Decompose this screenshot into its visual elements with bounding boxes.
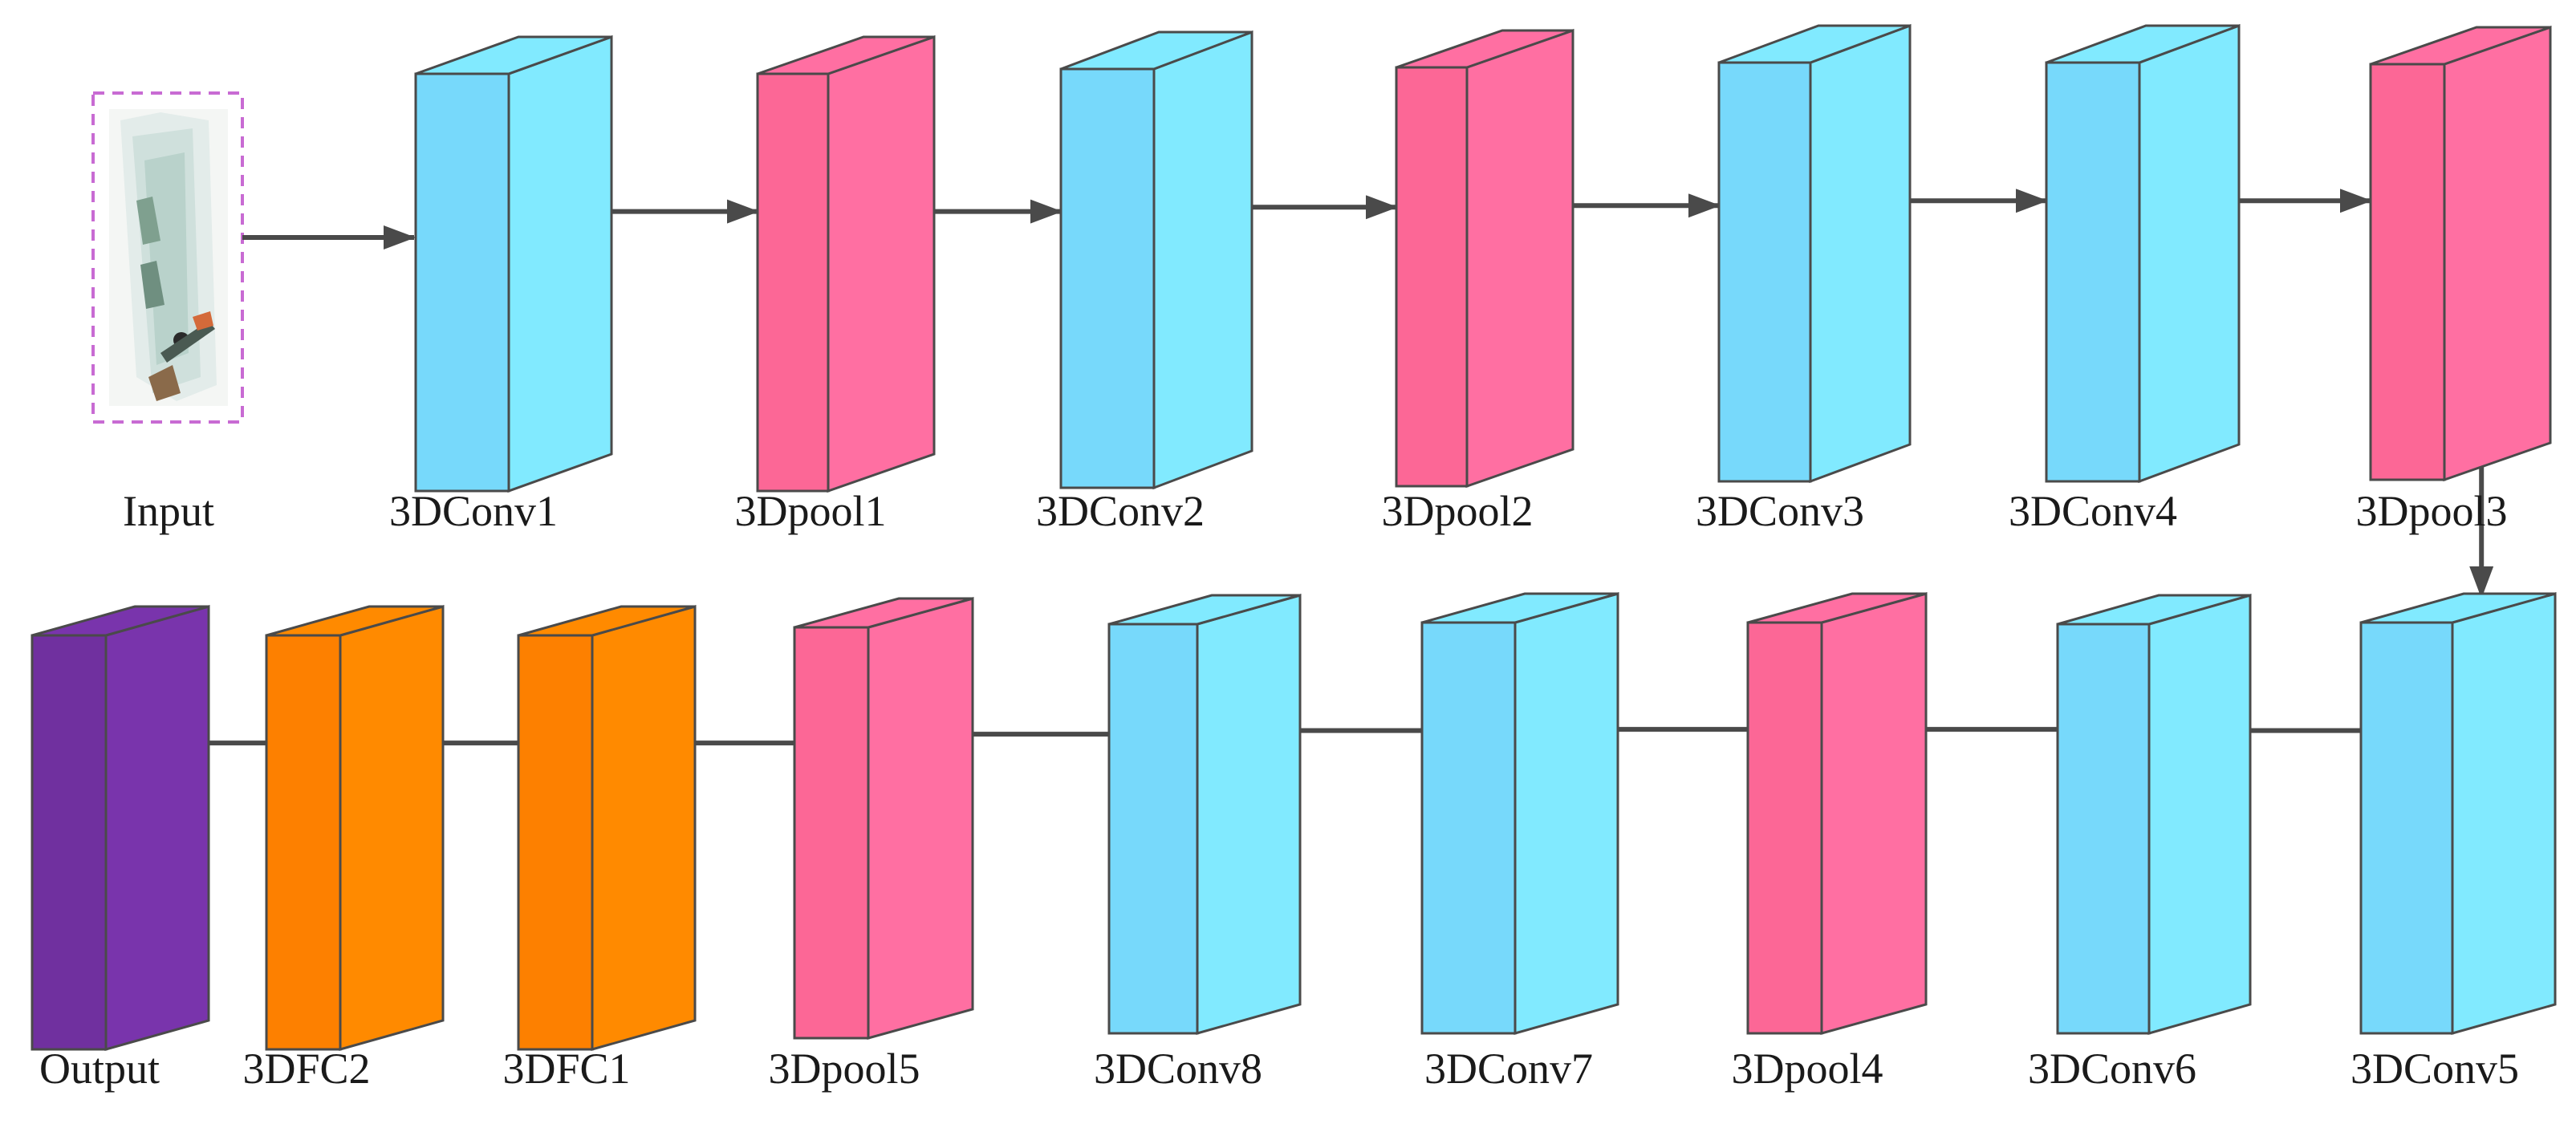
conv5-front-face — [2359, 621, 2454, 1035]
pool3-block — [2369, 25, 2552, 482]
pool3-top-face — [2370, 26, 2551, 66]
conv2-front-face — [1059, 67, 1156, 489]
fc1-top-face — [518, 605, 696, 637]
conv4-side-face — [2138, 23, 2241, 484]
conv3-top-face — [1718, 24, 1911, 64]
conv2-block — [1059, 30, 1253, 490]
fc2-top-face — [266, 605, 444, 637]
conv8-front-face — [1107, 623, 1199, 1035]
output-label: Output — [39, 1045, 160, 1093]
fc2-front-face — [265, 634, 342, 1051]
pool4-label: 3Dpool4 — [1732, 1045, 1883, 1093]
conv4-block — [2045, 23, 2241, 484]
pool2-side-face — [1465, 28, 1574, 489]
pool3-side-face — [2443, 25, 2552, 482]
conv5-label: 3DConv5 — [2350, 1045, 2519, 1093]
input-image-thumbnail — [109, 109, 228, 406]
pool1-label: 3Dpool1 — [735, 487, 887, 535]
pool2-front-face — [1395, 66, 1469, 488]
pool4-front-face — [1746, 621, 1823, 1035]
fc2-block — [265, 605, 445, 1051]
conv8-label: 3DConv8 — [1094, 1045, 1262, 1093]
conv7-top-face — [1421, 592, 1619, 624]
pool3-label: 3Dpool3 — [2356, 487, 2508, 535]
conv8-block — [1107, 594, 1302, 1035]
conv1-block — [414, 34, 613, 493]
pool4-side-face — [1820, 592, 1928, 1035]
conv5-side-face — [2451, 592, 2557, 1035]
conv3-side-face — [1809, 23, 1912, 484]
conv7-label: 3DConv7 — [1424, 1045, 1593, 1093]
fc1-label: 3DFC1 — [502, 1045, 630, 1093]
conv7-block — [1420, 592, 1619, 1035]
conv6-block — [2056, 594, 2252, 1035]
fc1-front-face — [517, 634, 594, 1051]
pool1-top-face — [757, 35, 935, 75]
conv2-side-face — [1152, 30, 1253, 490]
pool5-top-face — [794, 597, 973, 629]
pool5-label: 3Dpool5 — [769, 1045, 920, 1093]
pool2-block — [1395, 28, 1574, 489]
conv2-top-face — [1060, 30, 1253, 71]
conv1-front-face — [414, 72, 510, 493]
layers-group — [30, 23, 2557, 1051]
pool5-side-face — [867, 597, 974, 1040]
conv2-label: 3DConv2 — [1036, 487, 1205, 535]
output-top-face — [31, 605, 209, 637]
fc2-side-face — [339, 605, 445, 1051]
conv3-front-face — [1717, 61, 1812, 483]
pool1-block — [756, 34, 936, 493]
pool1-side-face — [827, 34, 936, 493]
fc1-block — [517, 605, 697, 1051]
conv6-label: 3DConv6 — [2028, 1045, 2196, 1093]
conv1-label: 3DConv1 — [389, 487, 558, 535]
conv1-top-face — [415, 35, 612, 75]
pool3-front-face — [2369, 63, 2446, 481]
conv5-top-face — [2360, 592, 2556, 624]
pool4-top-face — [1747, 592, 1927, 624]
input-label: Input — [123, 487, 214, 535]
conv3-label: 3DConv3 — [1696, 487, 1864, 535]
conv7-side-face — [1514, 592, 1619, 1035]
conv7-front-face — [1420, 621, 1517, 1035]
pool2-top-face — [1396, 29, 1574, 69]
input-image-node — [91, 91, 244, 424]
conv4-label: 3DConv4 — [2009, 487, 2177, 535]
fc1-side-face — [591, 605, 697, 1051]
output-side-face — [104, 605, 210, 1051]
conv8-side-face — [1196, 594, 1302, 1035]
conv1-side-face — [507, 34, 613, 493]
pool1-front-face — [756, 72, 830, 493]
output-block — [30, 605, 210, 1051]
output-front-face — [30, 634, 108, 1051]
conv4-top-face — [2046, 24, 2240, 64]
pool2-label: 3Dpool2 — [1382, 487, 1534, 535]
conv4-front-face — [2045, 61, 2141, 483]
fc2-label: 3DFC2 — [242, 1045, 370, 1093]
conv5-block — [2359, 592, 2557, 1035]
conv3-block — [1717, 23, 1912, 484]
conv6-top-face — [2057, 594, 2251, 626]
pool5-front-face — [793, 626, 870, 1040]
labels-group: Input 3DConv1 3Dpool1 3DConv2 3Dpool2 3DConv3… — [39, 487, 2519, 1093]
conv6-front-face — [2056, 623, 2151, 1035]
pool4-block — [1746, 592, 1928, 1035]
conv8-top-face — [1108, 594, 1301, 626]
pool5-block — [793, 597, 974, 1040]
conv6-side-face — [2147, 594, 2252, 1035]
